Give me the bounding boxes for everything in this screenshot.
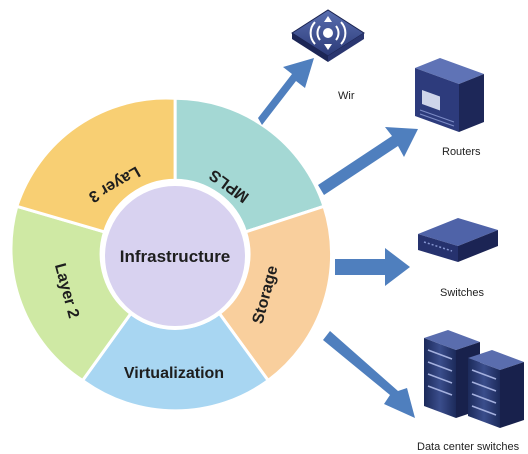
router-icon <box>415 58 484 132</box>
device-label-wireless: Wir <box>338 90 355 101</box>
arrow-to-data-center <box>323 331 415 418</box>
device-label-data-center-switches: Data center switches <box>417 441 520 453</box>
device-label-routers: Routers <box>442 146 481 158</box>
segment-mpls <box>173 96 326 234</box>
switch-icon <box>418 218 498 262</box>
label-mask <box>326 101 370 113</box>
center-circle <box>101 182 249 330</box>
data-center-switch-icon <box>424 330 524 428</box>
arrow-to-wireless <box>258 58 314 125</box>
wireless-router-icon <box>291 9 365 62</box>
arrow-to-switches <box>335 248 410 286</box>
device-label-switches: Switches <box>440 287 485 299</box>
segment-label-virtualization: Virtualization <box>124 365 224 382</box>
segment-layer-3 <box>14 96 177 234</box>
center-label: Infrastructure <box>120 247 231 266</box>
arrow-to-routers <box>318 127 418 195</box>
